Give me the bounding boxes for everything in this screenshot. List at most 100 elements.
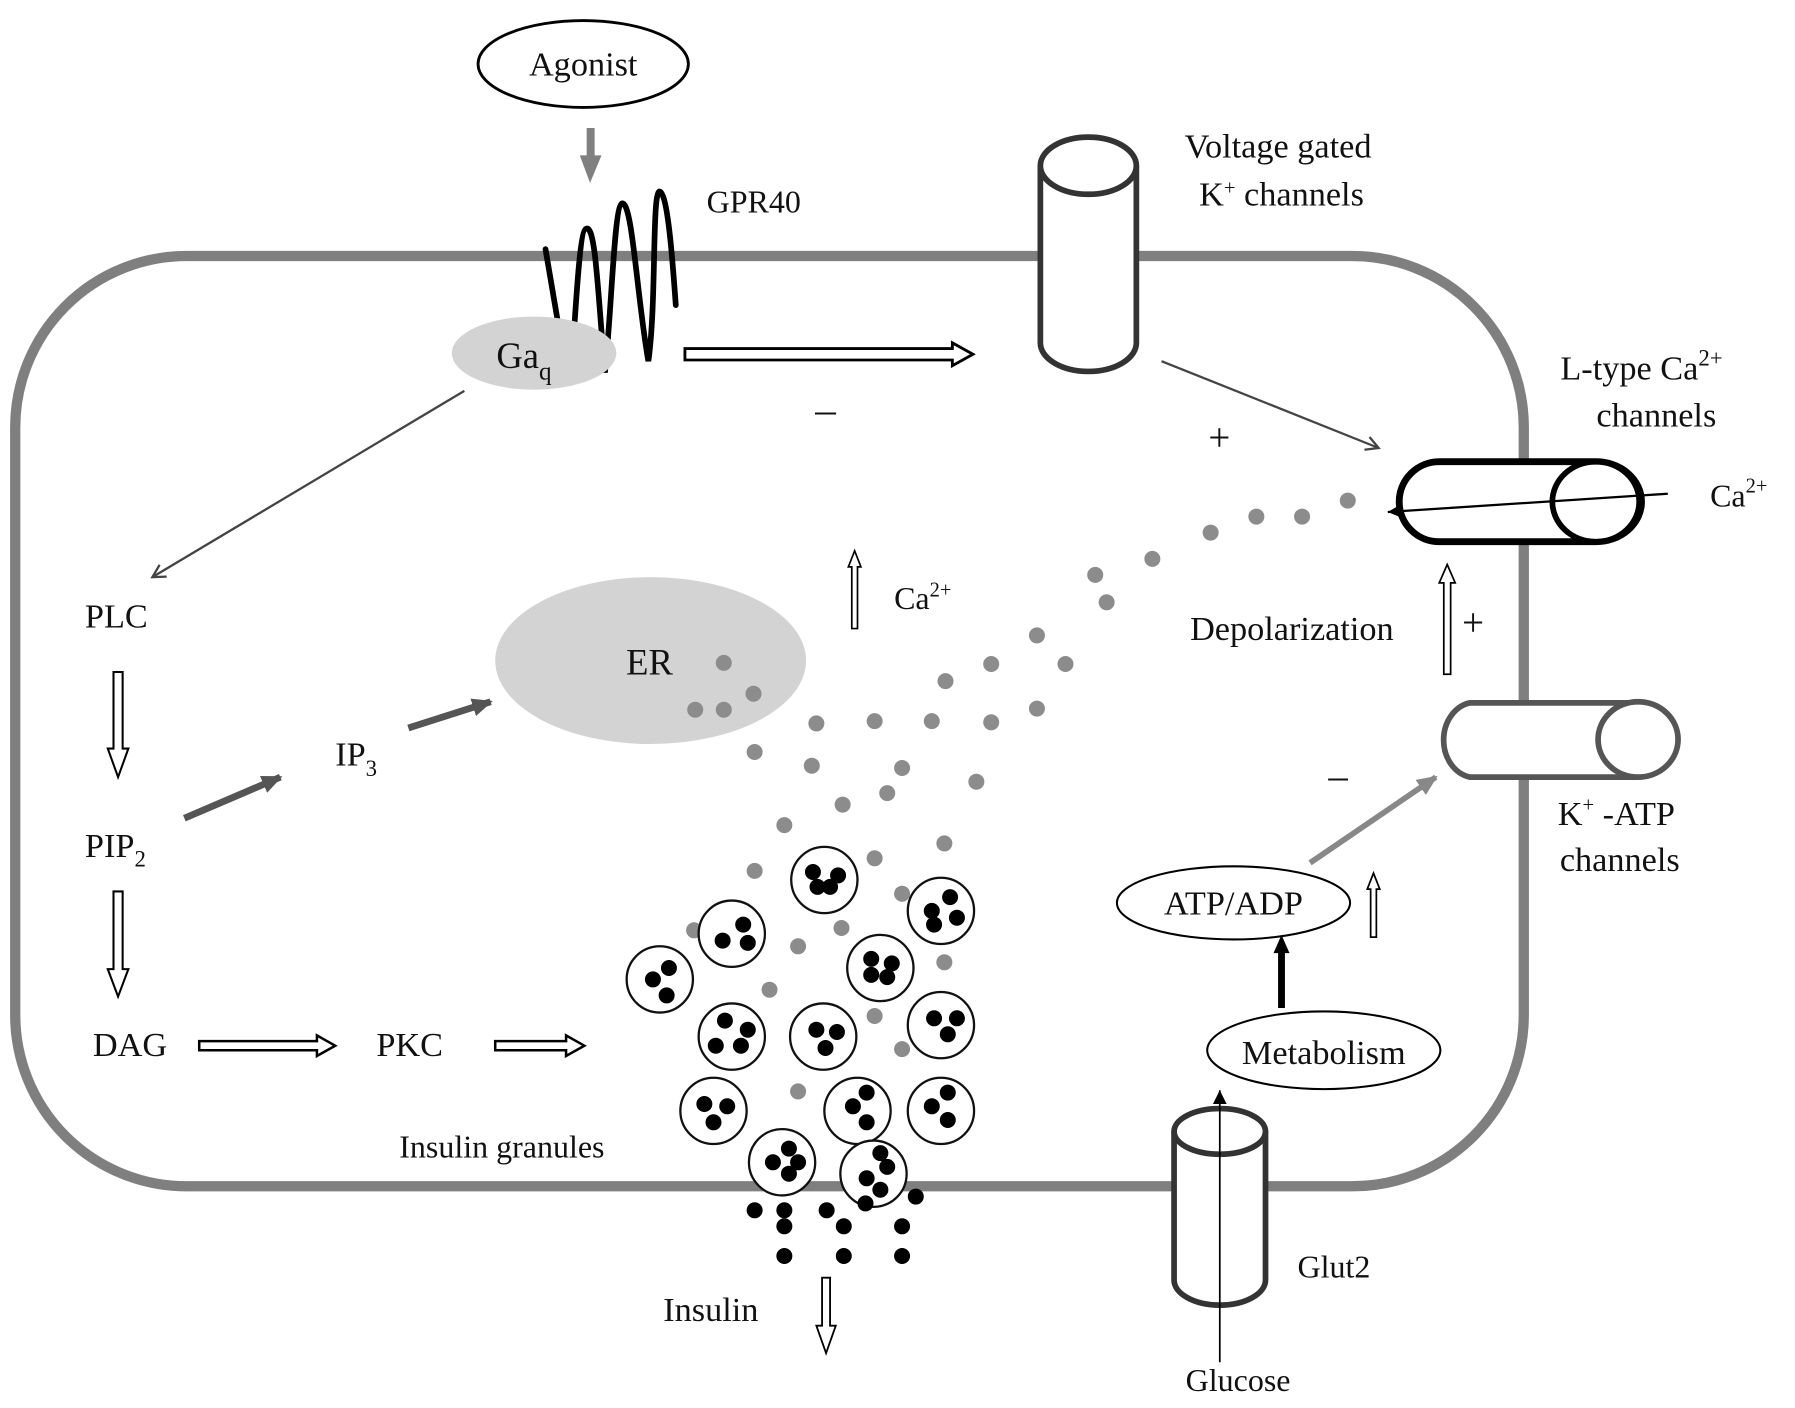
insulin-granule: [906, 990, 976, 1060]
metabolism-label: Metabolism: [1242, 1034, 1406, 1072]
insulin-core: [780, 1140, 797, 1157]
calcium-ion: [776, 817, 793, 834]
agonist-arrow: [579, 128, 602, 183]
insulin-core: [926, 916, 943, 933]
dag-label: DAG: [93, 1026, 167, 1064]
insulin-granule: [679, 1076, 748, 1146]
insulin-granules-label: Insulin granules: [399, 1129, 604, 1165]
gpr40-label: GPR40: [707, 184, 801, 220]
glut2-label: Glut2: [1297, 1249, 1370, 1285]
insulin-core: [808, 1021, 825, 1038]
calcium-ion: [894, 885, 911, 902]
ca-er-label: Ca2+: [894, 580, 951, 617]
insulin-core: [658, 987, 675, 1004]
atp-to-katp-arrow: [1308, 774, 1438, 866]
calcium-ion: [834, 796, 851, 813]
insulin-core: [863, 966, 880, 983]
ltype-label-line2: channels: [1596, 396, 1716, 434]
calcium-ion: [866, 713, 883, 730]
insulin-core: [660, 960, 677, 976]
insulin-core: [739, 1021, 756, 1038]
insulin-granule: [839, 1139, 908, 1208]
calcium-ion: [1248, 508, 1265, 525]
insulin-core: [696, 1096, 713, 1112]
calcium-ion: [715, 654, 732, 671]
insulin-granule: [788, 1002, 858, 1071]
insulin-granule: [906, 1076, 976, 1146]
gaq-label: Gaq: [496, 335, 552, 385]
vgk-to-ltype-arrow: [1161, 360, 1379, 448]
pip2-to-ip3-arrow: [183, 773, 283, 822]
insulin-release-arrow: [815, 1276, 838, 1356]
ca-extracellular-label: Ca2+: [1710, 476, 1767, 514]
insulin-core: [939, 1026, 956, 1043]
insulin-core: [948, 909, 965, 926]
calcium-ion: [968, 773, 985, 790]
calcium-ion: [1028, 627, 1045, 644]
calcium-ions: [686, 492, 1356, 1100]
metabolism-node: Metabolism: [1206, 1010, 1442, 1091]
insulin-core: [780, 1165, 797, 1182]
depolarization-label: Depolarization: [1190, 610, 1394, 648]
calcium-ion: [1339, 492, 1356, 509]
activate-sign-ltype: +: [1208, 416, 1230, 459]
insulin-core: [830, 867, 847, 884]
pkc-label: PKC: [376, 1026, 443, 1064]
insulin-core: [732, 1037, 749, 1054]
ip3-label: IP3: [335, 736, 377, 781]
insulin-granule: [697, 899, 767, 968]
vgk-label-line1: Voltage gated: [1185, 128, 1372, 166]
plc-label: PLC: [85, 597, 148, 635]
dag-to-pkc-arrow: [197, 1033, 338, 1059]
inhibit-sign-vgk: –: [814, 386, 836, 432]
insulin-molecule: [776, 1248, 793, 1264]
insulin-core: [858, 1084, 875, 1101]
insulin-core: [923, 1098, 940, 1115]
calcium-ion: [866, 850, 883, 867]
calcium-ion: [803, 757, 820, 774]
pip2-label: PIP2: [85, 827, 146, 871]
insulin-granule: [697, 1002, 767, 1071]
insulin-core: [872, 1181, 889, 1198]
ltype-label-line1: L-type Ca2+: [1560, 346, 1722, 388]
calcium-ion: [833, 920, 850, 936]
calcium-ion: [983, 656, 1000, 672]
calcium-ion: [1098, 594, 1115, 611]
metabolism-to-atp-arrow: [1273, 934, 1290, 1008]
insulin-molecule: [835, 1248, 852, 1264]
inhibit-sign-katp: –: [1327, 755, 1348, 798]
calcium-ion: [745, 685, 762, 702]
insulin-core: [883, 955, 900, 972]
k-atp-channel-icon: [1440, 698, 1681, 780]
calcium-ion: [687, 701, 704, 718]
insulin-molecule: [746, 1202, 763, 1219]
insulin-molecule: [835, 1218, 852, 1235]
insulin-core: [844, 1098, 861, 1115]
katp-label-line2: channels: [1560, 841, 1680, 879]
calcium-ion: [923, 713, 940, 730]
insulin-molecule: [818, 1202, 835, 1219]
gaq-to-plc-arrow: [152, 389, 465, 577]
insulin-core: [764, 1154, 781, 1171]
insulin-core: [939, 1112, 956, 1128]
calcium-ion: [1087, 566, 1104, 583]
voltage-gated-k-channel-icon: [1037, 134, 1140, 375]
calcium-ion: [790, 1083, 807, 1100]
insulin-label: Insulin: [663, 1291, 758, 1329]
pkc-to-granules-arrow: [493, 1033, 587, 1059]
insulin-core: [948, 1010, 965, 1027]
l-type-ca-channel-icon: [1395, 458, 1645, 546]
calcium-ion: [1144, 550, 1161, 567]
insulin-core: [863, 950, 880, 967]
calcium-ion: [894, 1041, 911, 1058]
insulin-core: [858, 1170, 875, 1187]
released-insulin: [746, 1188, 924, 1264]
insulin-core: [809, 878, 826, 895]
insulin-molecule: [894, 1248, 911, 1264]
calcium-ion: [1057, 656, 1074, 672]
calcium-ion: [1202, 524, 1219, 541]
insulin-granule: [846, 933, 915, 1003]
calcium-ion: [746, 862, 763, 879]
calcium-ion: [936, 835, 953, 852]
